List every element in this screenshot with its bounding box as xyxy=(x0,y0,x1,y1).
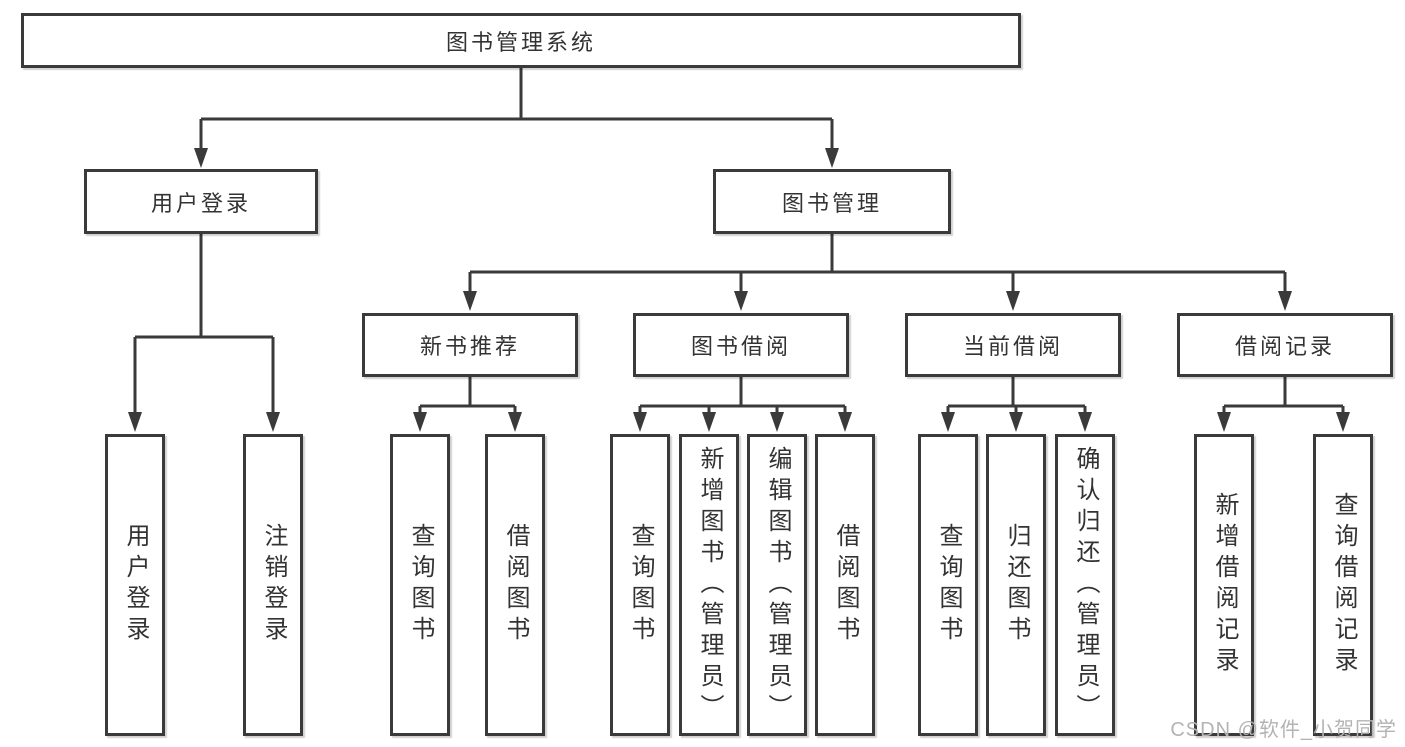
leaf-logout-login-label: 注销登录 xyxy=(260,523,287,647)
node-borrow-records: 借阅记录 xyxy=(1177,313,1393,377)
node-user-login: 用户登录 xyxy=(84,169,318,234)
leaf-query-books-current: 查询图书 xyxy=(918,434,978,736)
node-current-borrow: 当前借阅 xyxy=(905,313,1121,377)
leaf-edit-book-admin-label: 编辑图书（管理员） xyxy=(764,445,791,725)
leaf-borrow-books-label: 借阅图书 xyxy=(832,523,859,647)
leaf-user-login: 用户登录 xyxy=(105,434,165,736)
leaf-user-login-label: 用户登录 xyxy=(122,523,149,647)
leaf-query-books-recommend-label: 查询图书 xyxy=(407,523,434,647)
leaf-add-book-admin: 新增图书（管理员） xyxy=(679,434,739,736)
leaf-confirm-return-admin-label: 确认归还（管理员） xyxy=(1072,445,1099,725)
node-book-borrow: 图书借阅 xyxy=(633,313,849,377)
leaf-borrow-books: 借阅图书 xyxy=(815,434,875,736)
leaf-logout-login: 注销登录 xyxy=(243,434,303,736)
leaf-query-books-borrow: 查询图书 xyxy=(610,434,670,736)
watermark: CSDN @软件_小贺同学 xyxy=(1170,719,1397,741)
node-library-system: 图书管理系统 xyxy=(21,13,1021,68)
leaf-borrow-books-recommend: 借阅图书 xyxy=(485,434,545,736)
leaf-query-books-current-label: 查询图书 xyxy=(935,523,962,647)
leaf-confirm-return-admin: 确认归还（管理员） xyxy=(1055,434,1115,736)
leaf-add-book-admin-label: 新增图书（管理员） xyxy=(696,445,723,725)
leaf-add-borrow-record: 新增借阅记录 xyxy=(1194,434,1254,736)
leaf-add-borrow-record-label: 新增借阅记录 xyxy=(1211,492,1238,678)
leaf-query-borrow-record-label: 查询借阅记录 xyxy=(1330,492,1357,678)
leaf-borrow-books-recommend-label: 借阅图书 xyxy=(502,523,529,647)
node-book-management: 图书管理 xyxy=(713,169,951,234)
leaf-query-books-borrow-label: 查询图书 xyxy=(627,523,654,647)
leaf-query-books-recommend: 查询图书 xyxy=(390,434,450,736)
node-new-book-recommend: 新书推荐 xyxy=(362,313,578,377)
leaf-return-books-label: 归还图书 xyxy=(1003,523,1030,647)
leaf-edit-book-admin: 编辑图书（管理员） xyxy=(747,434,807,736)
leaf-query-borrow-record: 查询借阅记录 xyxy=(1313,434,1373,736)
leaf-return-books: 归还图书 xyxy=(986,434,1046,736)
